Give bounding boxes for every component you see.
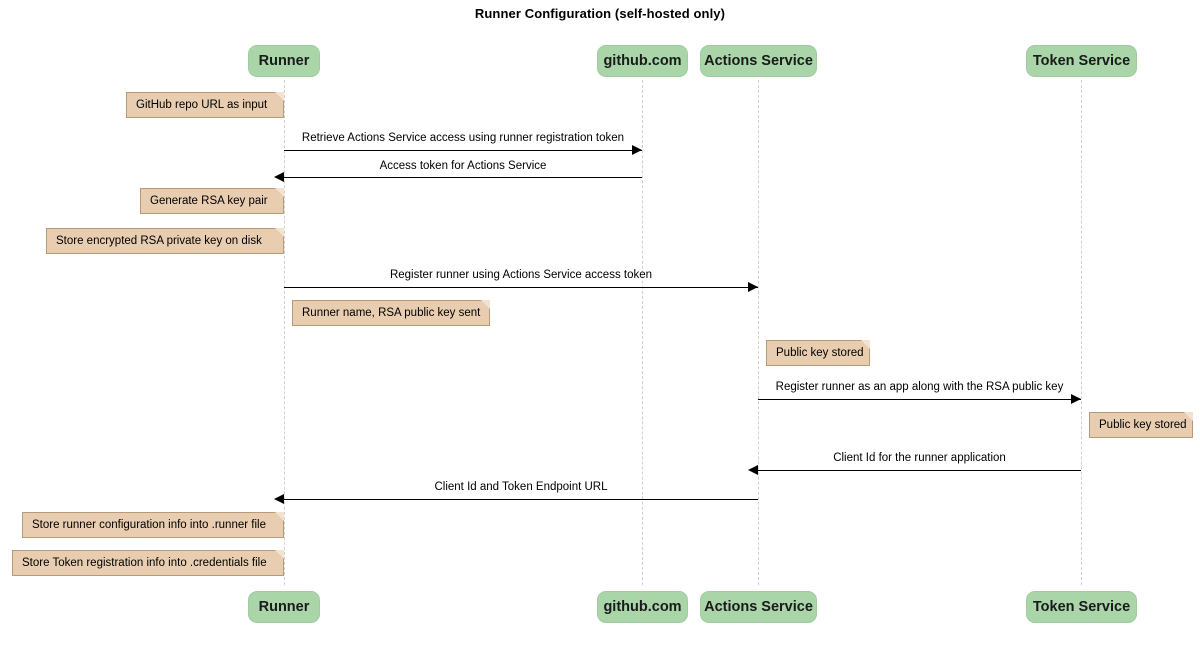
note-label: GitHub repo URL as input <box>136 99 268 111</box>
note-label: Public key stored <box>776 347 864 359</box>
note-label: Runner name, RSA public key sent <box>302 307 481 319</box>
arrowhead-client-id-endpoint <box>274 494 284 504</box>
note-label: Store encrypted RSA private key on disk <box>56 235 262 247</box>
lifeline-github <box>642 80 643 585</box>
message-label-retrieve-access: Retrieve Actions Service access using ru… <box>301 132 625 144</box>
note-label: Store runner configuration info into .ru… <box>32 519 266 531</box>
note-github-repo-url: GitHub repo URL as input <box>126 92 284 118</box>
message-label-access-token: Access token for Actions Service <box>379 160 547 172</box>
participant-github-top[interactable]: github.com <box>597 45 688 77</box>
arrowhead-register-runner <box>748 282 758 292</box>
note-store-runner-config: Store runner configuration info into .ru… <box>22 512 284 538</box>
note-generate-rsa-key-pair: Generate RSA key pair <box>140 188 284 214</box>
message-line-client-id <box>758 470 1081 471</box>
message-label-client-id: Client Id for the runner application <box>833 452 1006 464</box>
lifeline-actions <box>758 80 759 585</box>
message-label-register-runner: Register runner using Actions Service ac… <box>389 269 653 281</box>
message-line-register-app <box>758 399 1081 400</box>
note-public-key-stored-actions: Public key stored <box>766 340 870 366</box>
note-fold-icon <box>275 228 284 237</box>
message-label-register-app: Register runner as an app along with the… <box>775 381 1064 393</box>
note-runner-name-public-key: Runner name, RSA public key sent <box>292 300 490 326</box>
arrowhead-register-app <box>1071 394 1081 404</box>
arrowhead-client-id <box>748 465 758 475</box>
participant-runner-top[interactable]: Runner <box>248 45 320 77</box>
lifeline-token <box>1081 80 1082 585</box>
note-fold-icon <box>861 340 870 349</box>
note-fold-icon <box>481 300 490 309</box>
diagram-title: Runner Configuration (self-hosted only) <box>474 6 726 21</box>
participant-actions-top[interactable]: Actions Service <box>700 45 817 77</box>
note-fold-icon <box>275 550 284 559</box>
note-store-encrypted-key: Store encrypted RSA private key on disk <box>46 228 284 254</box>
message-line-register-runner <box>284 287 758 288</box>
note-label: Generate RSA key pair <box>150 195 268 207</box>
message-line-access-token <box>284 177 642 178</box>
participant-token-bottom[interactable]: Token Service <box>1026 591 1137 623</box>
participant-runner-bottom[interactable]: Runner <box>248 591 320 623</box>
participant-github-bottom[interactable]: github.com <box>597 591 688 623</box>
arrowhead-retrieve-access <box>632 145 642 155</box>
participant-actions-bottom[interactable]: Actions Service <box>700 591 817 623</box>
message-label-client-id-endpoint: Client Id and Token Endpoint URL <box>434 481 608 493</box>
note-label: Store Token registration info into .cred… <box>22 557 267 569</box>
message-line-retrieve-access <box>284 150 642 151</box>
participant-token-top[interactable]: Token Service <box>1026 45 1137 77</box>
note-fold-icon <box>275 512 284 521</box>
note-public-key-stored-token: Public key stored <box>1089 412 1193 438</box>
note-fold-icon <box>275 188 284 197</box>
note-fold-icon <box>275 92 284 101</box>
message-line-client-id-endpoint <box>284 499 758 500</box>
arrowhead-access-token <box>274 172 284 182</box>
note-label: Public key stored <box>1099 419 1187 431</box>
note-store-token-registration: Store Token registration info into .cred… <box>12 550 284 576</box>
lifeline-runner <box>284 80 285 585</box>
note-fold-icon <box>1184 412 1193 421</box>
